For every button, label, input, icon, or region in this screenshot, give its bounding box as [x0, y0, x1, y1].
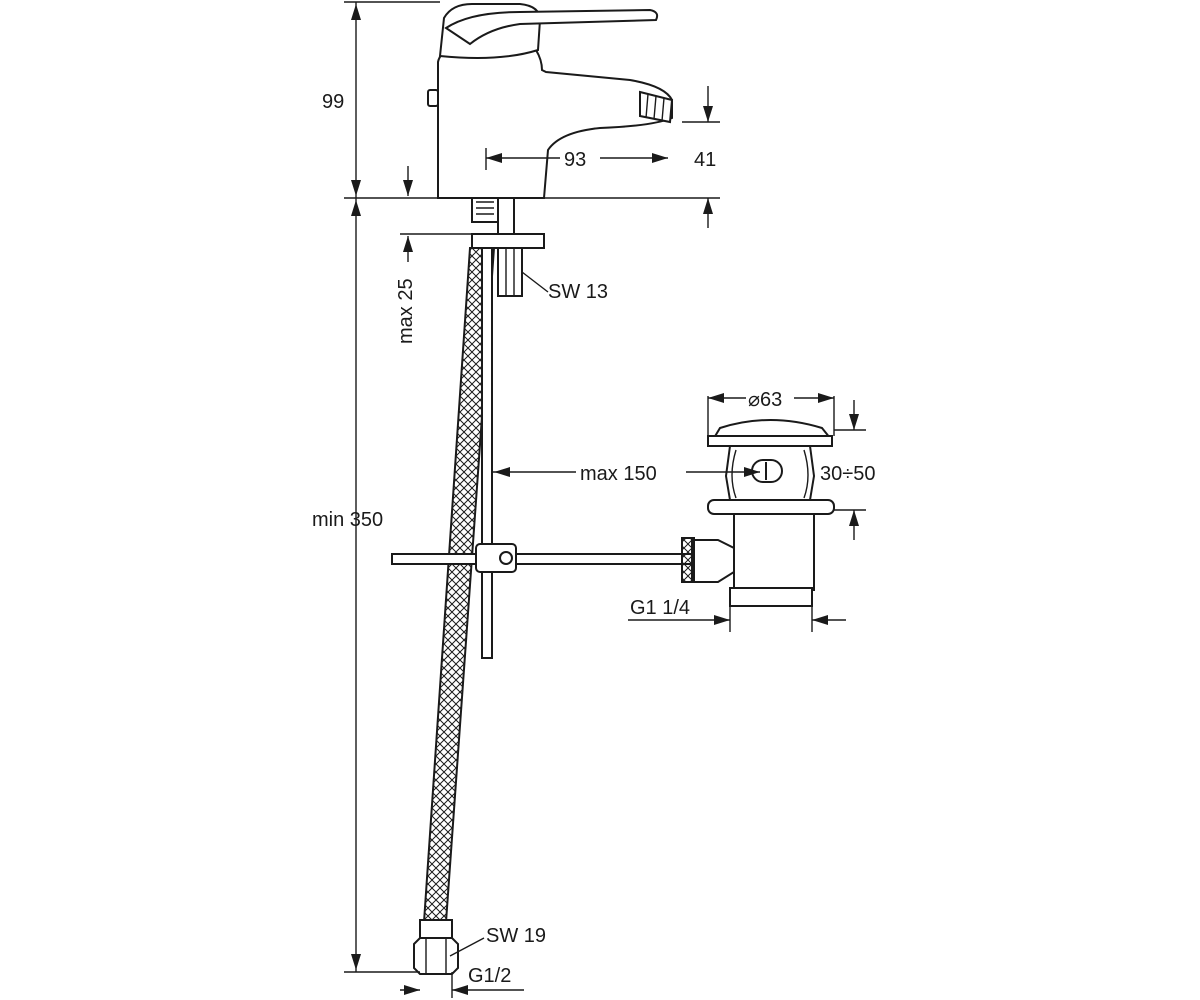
max-mount-label: max 25 [395, 278, 417, 344]
wrench-19-label: SW 19 [486, 925, 546, 947]
faucet-body [427, 3, 674, 297]
min-length-label: min 350 [312, 509, 383, 531]
spout-reach-label: 93 [564, 149, 586, 171]
height-99-label: 99 [322, 91, 344, 113]
max-rod-label: max 150 [580, 463, 657, 485]
range-30-50-label: 30÷50 [820, 463, 875, 485]
wrench-13-label: SW 13 [548, 281, 608, 303]
diameter-63-label: ⌀63 [748, 389, 782, 411]
waste-valve [681, 419, 835, 607]
thread-g114-label: G1 1/4 [630, 597, 690, 619]
spout-height-label: 41 [694, 149, 716, 171]
thread-g12-label: G1/2 [468, 965, 511, 987]
dimension-lines [344, 1, 866, 998]
